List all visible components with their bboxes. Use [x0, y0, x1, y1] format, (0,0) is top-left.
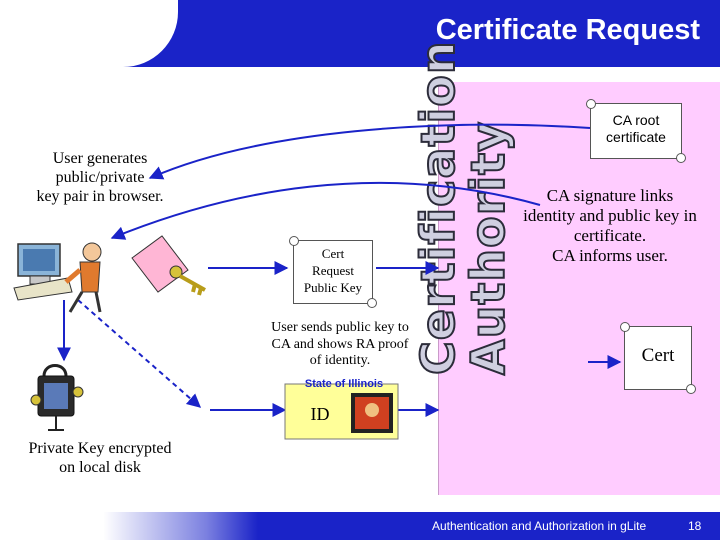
encrypted-key-lock-icon [30, 364, 84, 431]
ca-signature-line-3: certificate. [573, 226, 647, 246]
ca-signature-line-2: identity and public key in [523, 206, 697, 226]
user-generates-line-2: public/private [55, 168, 145, 186]
private-key-line-1: Private Key encrypted [28, 440, 172, 457]
id-label: ID [310, 404, 330, 424]
computer-to-id-dashed-arrow [77, 299, 202, 408]
cert-request-line-1: Cert [321, 246, 345, 261]
slide-title: Certificate Request [435, 14, 700, 46]
ca-informs-arrow [110, 181, 541, 240]
id-card-icon [284, 383, 399, 440]
state-of-illinois-label: State of Illinois [304, 378, 384, 390]
footer-gradient [0, 512, 258, 540]
cert-label: Cert [641, 345, 675, 366]
user-sends-text: User sends public key to CA and shows RA… [240, 320, 440, 370]
ca-signature-line-1: CA signature links [546, 186, 674, 205]
root-cert-arrow [148, 123, 591, 180]
user-generates-line-1: User generates [52, 150, 148, 167]
user-sends-line-2: CA and shows RA proof [271, 336, 409, 352]
user-sends-line-1: User sends public key to [271, 320, 409, 335]
ca-root-line-2: certificate [606, 128, 666, 145]
ca-signature-line-4: CA informs user. [552, 246, 668, 266]
computer-user-icon [13, 242, 102, 313]
private-key-line-2: on local disk [59, 458, 141, 476]
header-tab [0, 0, 178, 67]
ca-root-line-1: CA root [612, 112, 660, 128]
private-key-text: Private Key encrypted on local disk [10, 440, 190, 478]
cert-request-line-3: Public Key [303, 279, 363, 295]
ca-signature-text: CA signature links identity and public k… [500, 186, 720, 266]
footer-text: Authentication and Authorization in gLit… [432, 519, 647, 533]
user-generates-text: User generates public/private key pair i… [10, 150, 190, 207]
user-sends-line-3: of identity. [309, 353, 371, 369]
key-pair-icon [131, 235, 206, 296]
title-bar: Certificate Request [0, 0, 720, 67]
user-generates-line-3: key pair in browser. [36, 187, 164, 205]
cert-scroll: Cert [620, 322, 696, 394]
ca-root-certificate: CA root certificate [586, 99, 686, 163]
cert-request-scroll: Cert Request Public Key [289, 236, 377, 308]
page-number: 18 [688, 519, 702, 533]
cert-request-line-2: Request [312, 262, 354, 278]
footer-bar [258, 512, 720, 540]
